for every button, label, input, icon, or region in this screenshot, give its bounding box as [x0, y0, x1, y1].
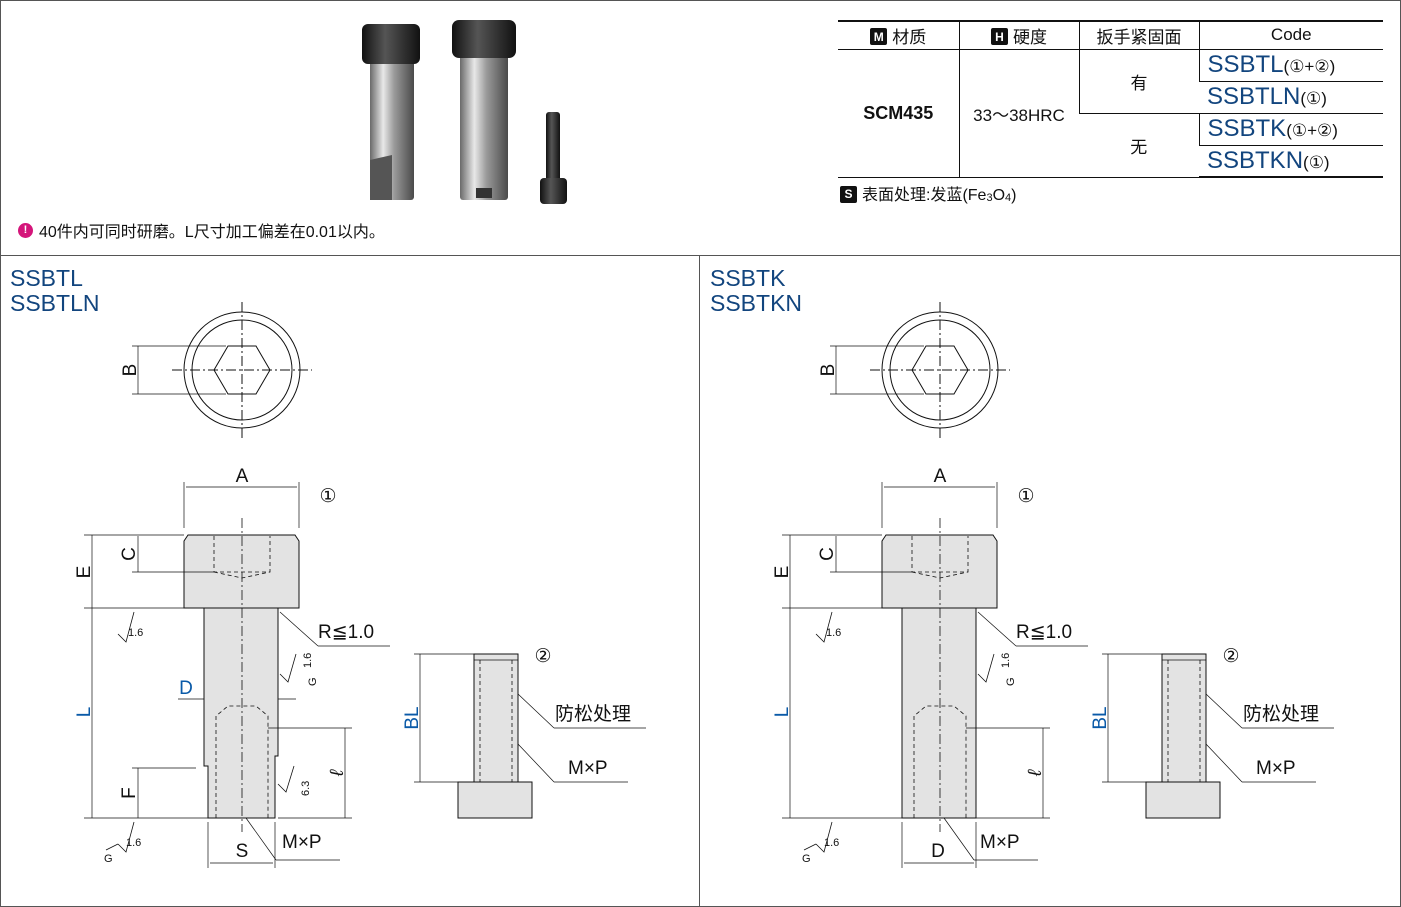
material-badge: M — [870, 28, 888, 46]
side-view-part-1 — [782, 482, 1088, 868]
info-icon: ! — [18, 222, 33, 238]
hardness-badge: H — [991, 28, 1008, 46]
roughness-value: 1.6 — [826, 627, 841, 639]
note-text: 40件内可同时研磨。L尺寸加工偏差在0.01以内。 — [39, 224, 385, 241]
technical-drawing: B A ① C E L D M×P ℓ R≦1.0 BL ② 防松处理 M×P … — [772, 302, 1334, 868]
roughness-labels: 1.6 1.6 G 1.6 G — [802, 627, 1017, 865]
shaft-photo-1 — [362, 24, 420, 200]
side-view-part-2 — [1102, 653, 1334, 819]
part-2-label: ② — [534, 646, 551, 667]
dim-d: D — [931, 841, 945, 862]
roughness-value: 1.6 — [824, 837, 839, 849]
grinding-note: ! 40件内可同时研磨。L尺寸加工偏差在0.01以内。 — [18, 218, 385, 242]
table-row: SCM435 33～38HRC 有 SSBTL(①+②) — [838, 49, 1383, 178]
code-cell: SSBTK(①+②) — [1198, 113, 1383, 146]
anti-loose-label: 防松处理 — [1243, 703, 1319, 725]
roughness-value: 1.6 — [1000, 653, 1012, 668]
top-view — [132, 302, 312, 440]
shaft-photo-2 — [452, 20, 516, 200]
hardness-cell: 33～38HRC — [958, 49, 1079, 178]
part-2-label: ② — [1222, 646, 1239, 667]
surface-badge: S — [840, 185, 857, 203]
code-cell: SSBTL(①+②) — [1198, 49, 1383, 82]
dim-a: A — [236, 466, 249, 487]
roughness-value: 6.3 — [300, 781, 312, 796]
dim-a: A — [934, 466, 947, 487]
part-1-label: ① — [319, 486, 336, 507]
dim-l: L — [74, 707, 95, 718]
side-view-part-2 — [414, 653, 646, 819]
dim-radius: R≦1.0 — [318, 622, 374, 643]
roughness-grade: G — [1005, 677, 1017, 686]
dim-b: B — [818, 364, 839, 377]
technical-drawing: B A ① C E L D F S M×P ℓ R≦1.0 BL ② 防松处理 … — [74, 302, 646, 868]
panel-title: SSBTL SSBTLN — [10, 265, 100, 316]
roughness-value: 1.6 — [126, 837, 141, 849]
dim-bl: BL — [1090, 706, 1111, 729]
dim-ell: ℓ — [1025, 769, 1046, 777]
dim-e: E — [74, 566, 95, 579]
dim-f: F — [119, 787, 140, 799]
dimension-labels: B A ① C E L D F S M×P ℓ R≦1.0 BL ② 防松处理 … — [74, 364, 631, 862]
code-cell: SSBTKN(①) — [1199, 145, 1383, 178]
roughness-value: 1.6 — [302, 653, 314, 668]
drawing-panel-ssbtk: SSBTK SSBTKN — [700, 256, 1401, 907]
table-row: 无 SSBTK(①+②) — [838, 113, 1383, 178]
dim-e: E — [772, 566, 793, 579]
dim-c: C — [119, 547, 140, 561]
code-cell: SSBTLN(①) — [1199, 81, 1383, 114]
dim-radius: R≦1.0 — [1016, 622, 1072, 643]
roughness-value: 1.6 — [128, 627, 143, 639]
roughness-labels: 1.6 1.6 G 6.3 1.6 G — [104, 627, 319, 865]
header-code: Code — [1198, 20, 1383, 50]
dim-mxp: M×P — [282, 832, 322, 853]
roughness-grade: G — [802, 853, 811, 865]
anti-loose-label: 防松处理 — [555, 703, 631, 725]
wrench-no-cell: 无 — [1079, 113, 1199, 178]
panel-title: SSBTK SSBTKN — [710, 265, 803, 316]
table-row: SSBTLN(①) — [838, 81, 1383, 114]
header-wrench: 扳手紧固面 — [1078, 20, 1199, 50]
product-photos — [362, 20, 567, 204]
dim-d: D — [179, 678, 193, 699]
dim-l: L — [772, 707, 793, 718]
roughness-grade: G — [307, 677, 319, 686]
dim-mxp-screw: M×P — [1256, 758, 1296, 779]
drawing-panel-ssbtl: SSBTL SSBTLN — [0, 256, 700, 907]
roughness-grade: G — [104, 853, 113, 865]
screw-photo — [540, 112, 567, 204]
dim-b: B — [120, 364, 141, 377]
side-view-part-1 — [84, 482, 390, 868]
part-1-label: ① — [1017, 486, 1034, 507]
dimension-labels: B A ① C E L D M×P ℓ R≦1.0 BL ② 防松处理 M×P — [772, 364, 1319, 862]
dim-s: S — [236, 841, 249, 862]
dim-bl: BL — [402, 706, 423, 729]
dim-ell: ℓ — [327, 769, 348, 777]
wrench-yes-cell: 有 — [1078, 49, 1199, 114]
dim-mxp-screw: M×P — [568, 758, 608, 779]
top-view — [830, 302, 1010, 440]
table-row: SSBTKN(①) — [838, 145, 1383, 178]
material-cell: SCM435 — [838, 49, 959, 178]
dim-mxp: M×P — [980, 832, 1020, 853]
dim-c: C — [817, 547, 838, 561]
